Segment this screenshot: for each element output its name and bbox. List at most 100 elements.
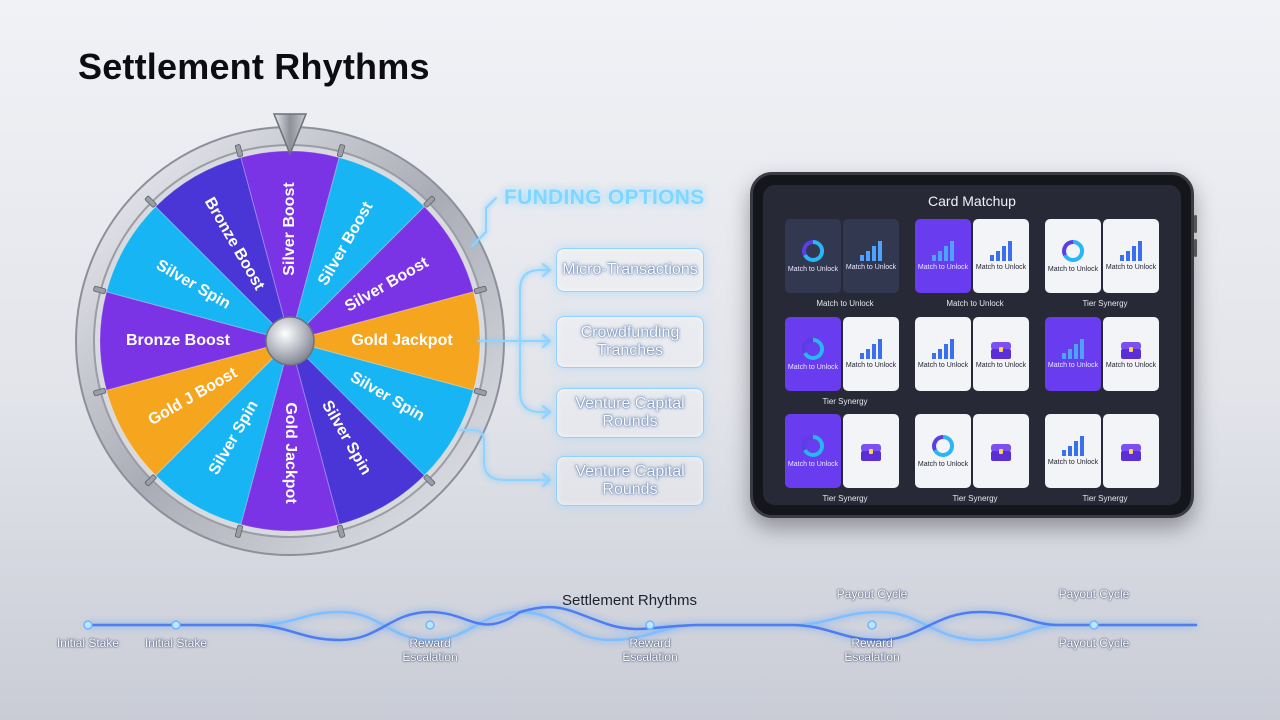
tablet-device: Card Matchup Match to Unlock Match to Un… — [750, 172, 1197, 518]
card-caption: Match to Unlock — [975, 264, 1027, 271]
wheel-segment[interactable] — [240, 339, 340, 532]
match-card[interactable]: Match to Unlock — [785, 219, 841, 293]
match-card[interactable]: Match to Unlock — [973, 317, 1029, 391]
card-pair: Match to Unlock Match to Unlock — [915, 317, 1035, 409]
match-card[interactable]: Match to Unlock — [843, 219, 899, 293]
connector-branch-1 — [519, 269, 551, 342]
card-caption: Match to Unlock — [1047, 266, 1099, 273]
bar-chart-icon — [990, 241, 1012, 261]
wheel-peg — [423, 474, 436, 487]
match-card[interactable]: Match to Unlock — [1045, 317, 1101, 391]
match-card[interactable]: Match to Unlock — [915, 219, 971, 293]
card-caption: Match to Unlock — [1105, 362, 1157, 369]
timeline-node[interactable] — [867, 620, 877, 630]
wheel-pointer-icon — [272, 113, 308, 157]
arrow-head-icon — [542, 473, 551, 487]
arrow-head-icon — [542, 405, 551, 419]
progress-ring-icon — [802, 337, 825, 360]
wheel-peg — [473, 285, 487, 295]
tablet-side-button — [1194, 239, 1197, 257]
card-pair: Match to Unlock Match to Unlock — [1045, 317, 1165, 409]
card-pair: Match to Unlock Tier Synergy — [785, 414, 905, 505]
treasure-chest-icon — [991, 444, 1011, 461]
card-caption: Match to Unlock — [787, 266, 839, 273]
match-card[interactable]: Match to Unlock — [785, 414, 841, 488]
wheel-segment[interactable] — [99, 291, 292, 391]
funding-option-label: Venture Capital Rounds — [575, 395, 685, 430]
card-caption: Match to Unlock — [1047, 459, 1099, 466]
timeline-node[interactable] — [425, 620, 435, 630]
wheel-segment[interactable] — [289, 156, 426, 343]
bar-chart-icon — [932, 339, 954, 359]
card-pair: Match to Unlock Tier Synergy — [1045, 414, 1165, 505]
timeline-node[interactable] — [1089, 620, 1099, 630]
match-card[interactable]: Match to Unlock — [785, 317, 841, 391]
tablet-side-button — [1194, 215, 1197, 233]
timeline-label: Payout Cycle — [836, 587, 908, 601]
wheel-segment[interactable] — [154, 339, 291, 526]
wheel-pegs — [93, 144, 487, 538]
timeline-label: Initial Stake — [144, 636, 208, 650]
match-card[interactable] — [1103, 414, 1159, 488]
tablet-screen: Card Matchup Match to Unlock Match to Un… — [763, 185, 1181, 505]
wheel-hub[interactable] — [265, 316, 315, 366]
match-card[interactable]: Match to Unlock — [1045, 414, 1101, 488]
wheel-segment[interactable] — [105, 340, 292, 477]
match-card[interactable]: Match to Unlock — [1103, 219, 1159, 293]
card-matchup-title: Card Matchup — [928, 193, 1016, 209]
treasure-chest-icon — [1121, 342, 1141, 359]
card-pair-label: Tier Synergy — [822, 494, 868, 503]
card-caption: Match to Unlock — [917, 264, 969, 271]
timeline-title: Settlement Rhythms — [562, 592, 698, 609]
match-card[interactable]: Match to Unlock — [915, 414, 971, 488]
card-pair-label: Match to Unlock — [946, 299, 1004, 308]
card-caption: Match to Unlock — [787, 461, 839, 468]
wheel-segment[interactable] — [288, 205, 475, 342]
funding-option-venture-capital-2[interactable]: Venture Capital Rounds — [556, 456, 704, 506]
match-card[interactable]: Match to Unlock — [843, 317, 899, 391]
bar-chart-icon — [860, 241, 882, 261]
funding-option-micro-transactions[interactable]: Micro-Transactions — [556, 248, 704, 292]
card-pair-label: Tier Synergy — [952, 494, 998, 503]
match-card[interactable]: Match to Unlock — [973, 219, 1029, 293]
wheel-segment[interactable] — [105, 205, 292, 342]
wheel-segment[interactable] — [288, 340, 475, 477]
timeline-node[interactable] — [83, 620, 93, 630]
treasure-chest-icon — [1121, 444, 1141, 461]
funding-option-crowdfunding[interactable]: Crowdfunding Tranches — [556, 316, 704, 368]
match-card[interactable] — [973, 414, 1029, 488]
match-card[interactable]: Match to Unlock — [1045, 219, 1101, 293]
wheel-peg — [473, 387, 487, 397]
card-caption: Match to Unlock — [917, 461, 969, 468]
bar-chart-icon — [1062, 436, 1084, 456]
match-card[interactable]: Match to Unlock — [915, 317, 971, 391]
wheel-segment[interactable] — [154, 156, 291, 343]
arrow-head-icon — [542, 334, 551, 348]
bar-chart-icon — [860, 339, 882, 359]
settlement-timeline — [83, 605, 1198, 642]
progress-ring-icon — [802, 434, 825, 457]
bar-chart-icon — [1062, 339, 1084, 359]
progress-ring-icon — [802, 239, 825, 262]
funding-options-title: FUNDING OPTIONS — [504, 186, 705, 209]
match-card[interactable] — [843, 414, 899, 488]
match-card[interactable]: Match to Unlock — [1103, 317, 1159, 391]
funding-option-label: Crowdfunding Tranches — [580, 324, 680, 359]
timeline-node[interactable] — [171, 620, 181, 630]
timeline-label: Initial Stake — [56, 636, 120, 650]
funding-option-venture-capital[interactable]: Venture Capital Rounds — [556, 388, 704, 438]
wheel-peg — [336, 144, 346, 158]
page-title: Settlement Rhythms — [78, 46, 430, 87]
timeline-node[interactable] — [645, 620, 655, 630]
wheel-segment-label: Silver Boost — [281, 182, 298, 276]
funding-option-label: Venture Capital Rounds — [575, 463, 685, 498]
wheel-peg — [93, 285, 107, 295]
wheel-segment[interactable] — [289, 339, 426, 526]
progress-ring-icon — [932, 434, 955, 457]
wheel-segment-label: Gold Jackpot — [351, 332, 453, 349]
